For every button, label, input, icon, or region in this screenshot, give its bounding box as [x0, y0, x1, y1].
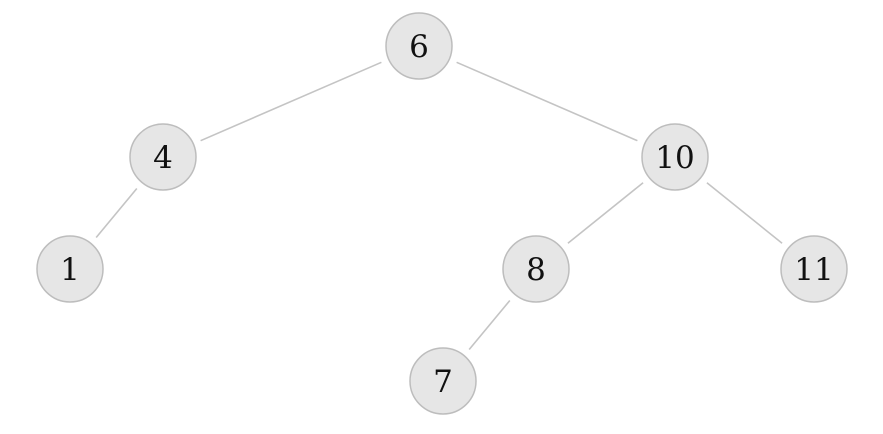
- node-circle: [129, 123, 197, 191]
- edge-n4-n1: [95, 188, 138, 238]
- tree-node-1: 1: [36, 235, 104, 303]
- tree-node-6: 6: [385, 12, 453, 80]
- edge-n6-n4: [200, 61, 382, 142]
- node-circle: [502, 235, 570, 303]
- tree-node-4: 4: [129, 123, 197, 191]
- edge-n10-n8: [567, 182, 644, 244]
- tree-node-7: 7: [409, 347, 477, 415]
- edge-n8-n7: [468, 300, 511, 350]
- node-label: 7: [433, 364, 453, 400]
- node-circle: [409, 347, 477, 415]
- node-label: 11: [794, 252, 833, 288]
- node-label: 6: [409, 29, 429, 65]
- node-label: 1: [60, 252, 80, 288]
- edges-layer: [95, 61, 783, 350]
- node-label: 10: [655, 140, 694, 176]
- node-circle: [780, 235, 848, 303]
- node-label: 4: [153, 140, 173, 176]
- node-circle: [641, 123, 709, 191]
- nodes-layer: 6 4 10 1 8 11 7: [36, 12, 848, 415]
- edge-n10-n11: [706, 182, 783, 244]
- node-label: 8: [526, 252, 546, 288]
- node-circle: [385, 12, 453, 80]
- node-circle: [36, 235, 104, 303]
- tree-node-10: 10: [641, 123, 709, 191]
- tree-node-8: 8: [502, 235, 570, 303]
- tree-node-11: 11: [780, 235, 848, 303]
- edge-n6-n10: [456, 61, 638, 142]
